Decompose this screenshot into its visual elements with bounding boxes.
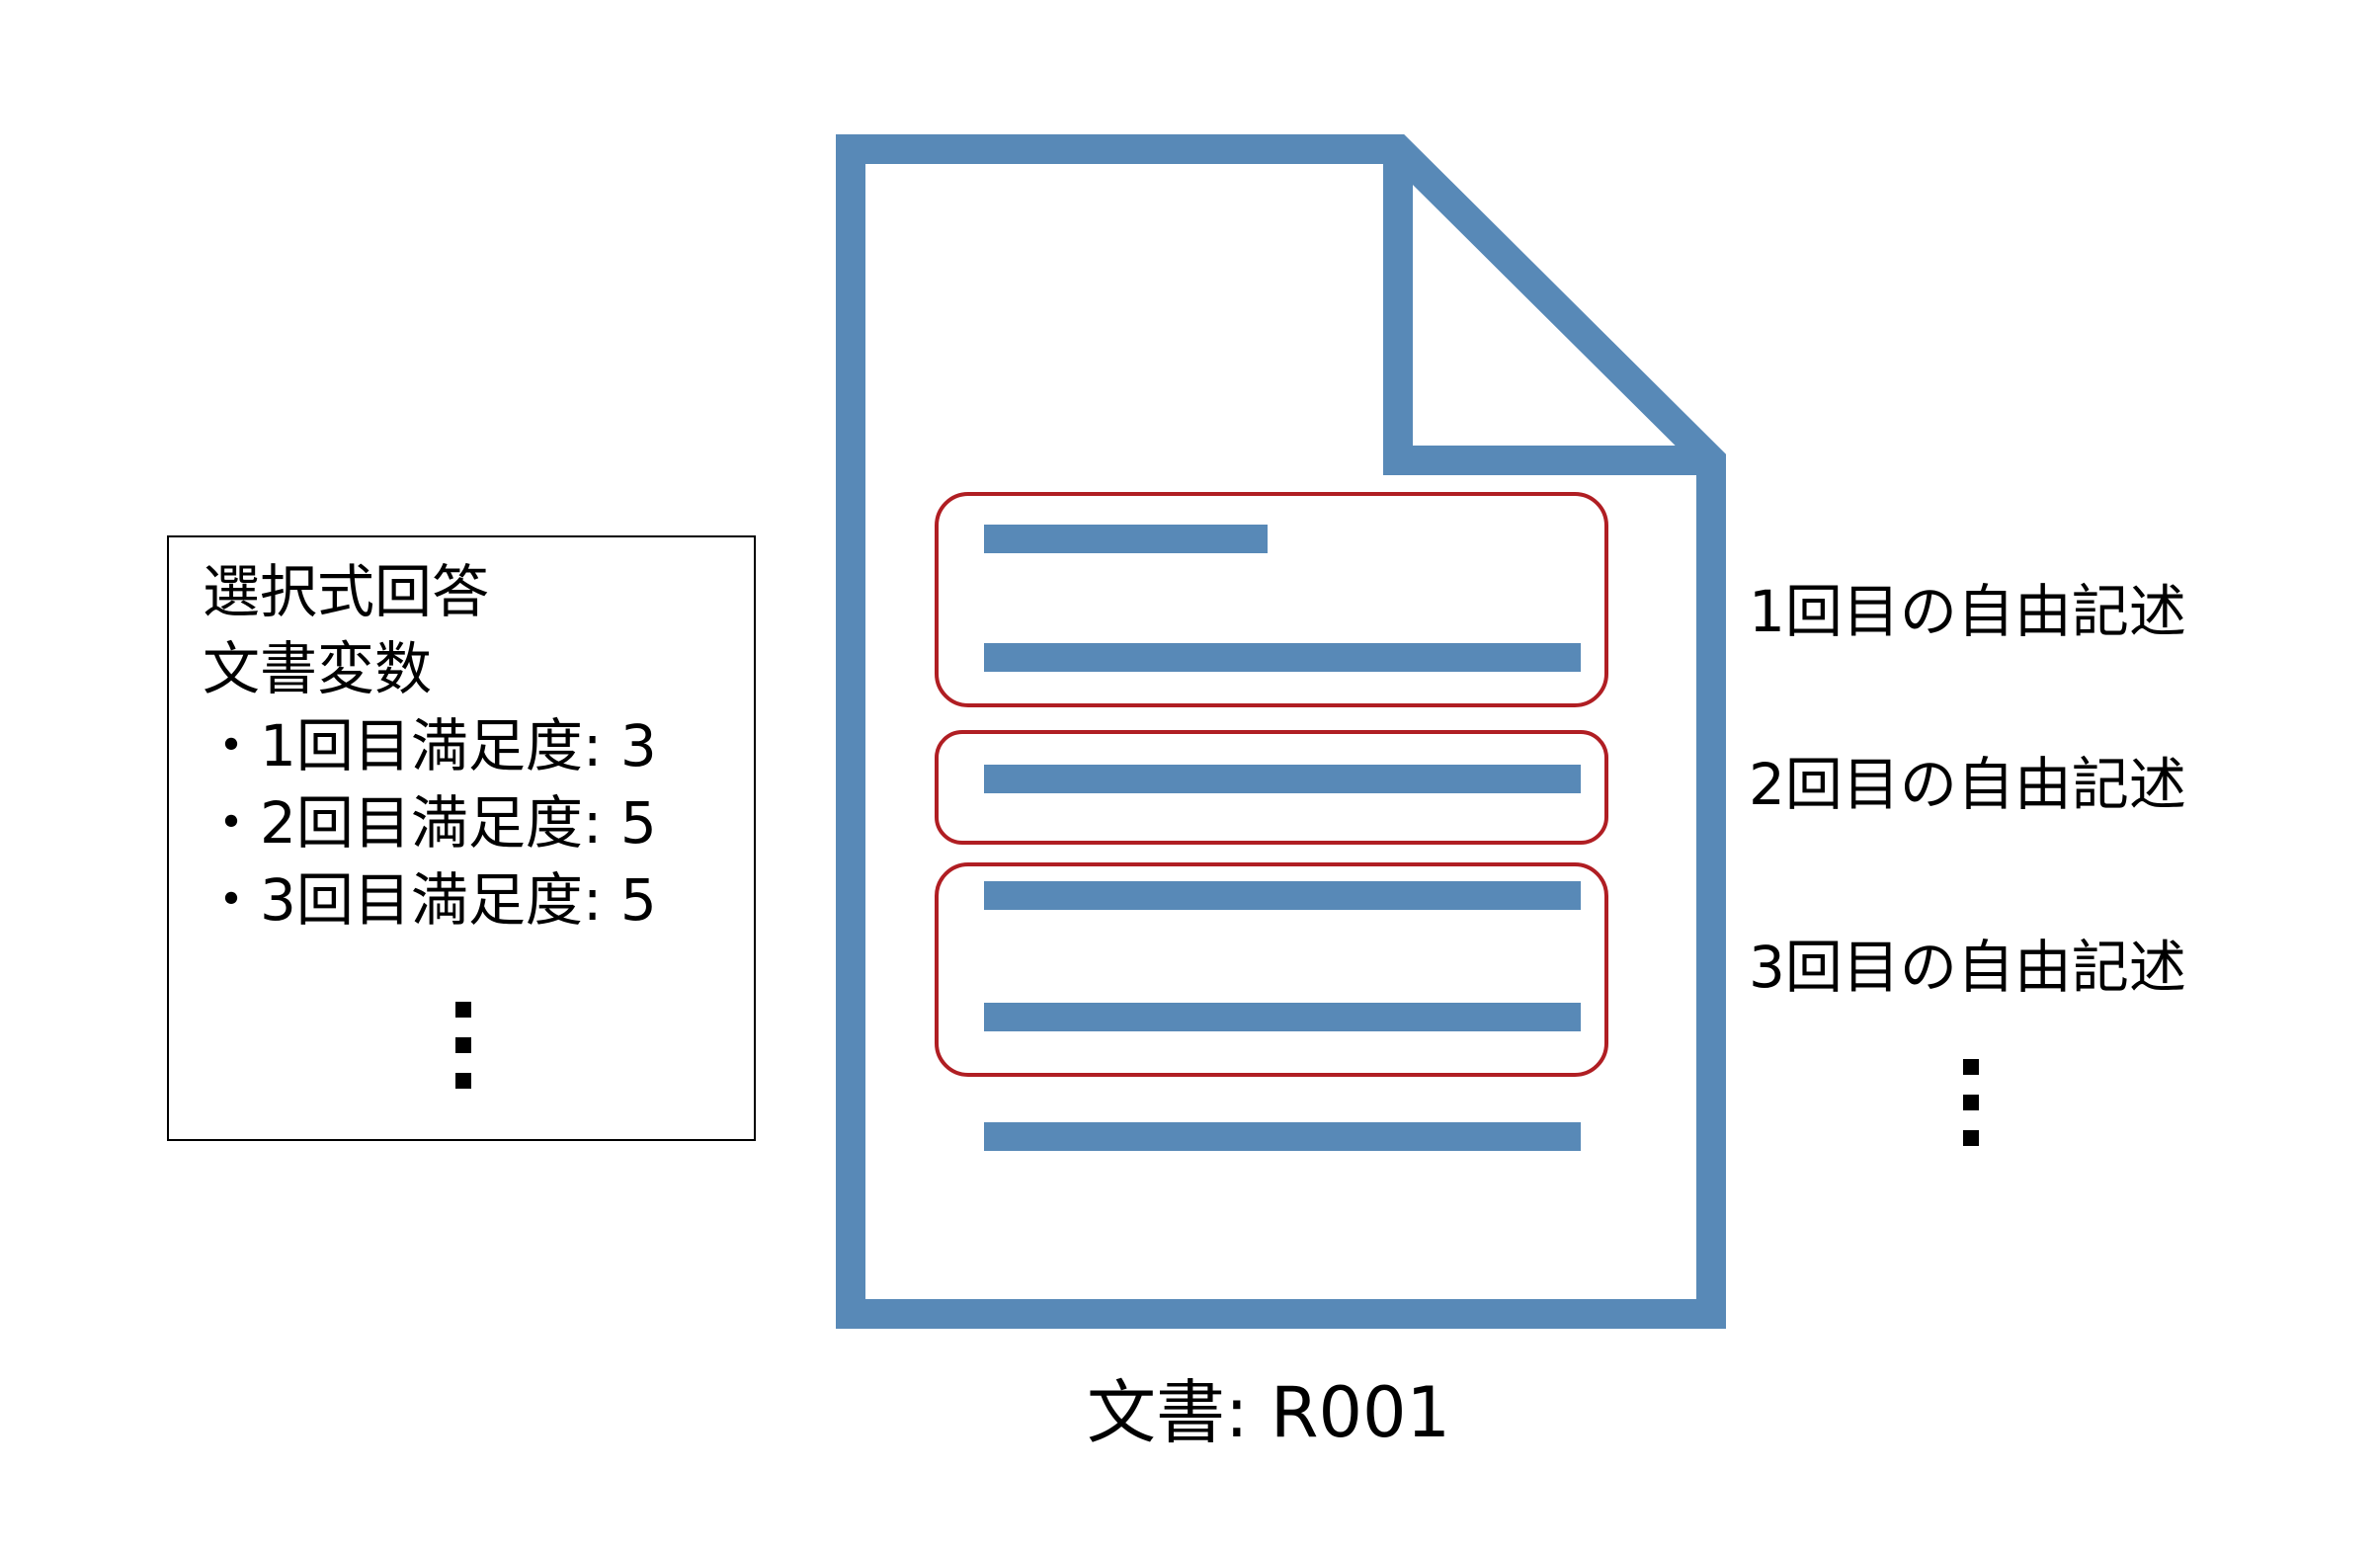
variable-item-3: ・3回目満足度: 5 bbox=[203, 866, 657, 934]
segment-highlight-1 bbox=[935, 492, 1608, 707]
variables-box-heading: 選択式回答 bbox=[203, 558, 490, 625]
document-text-line bbox=[984, 1003, 1581, 1031]
document-icon bbox=[836, 134, 1726, 1329]
document-folded-corner-icon bbox=[1383, 149, 1711, 475]
segment-label-1: 1回目の自由記述 bbox=[1749, 578, 2186, 645]
document-text-line bbox=[984, 643, 1581, 672]
segment-label-2: 2回目の自由記述 bbox=[1749, 751, 2186, 818]
segment-label-3: 3回目の自由記述 bbox=[1749, 934, 2186, 1001]
segment-highlight-2 bbox=[935, 730, 1608, 845]
document-text-line bbox=[984, 525, 1268, 553]
segment-highlight-3 bbox=[935, 862, 1608, 1077]
variable-item-2: ・2回目満足度: 5 bbox=[203, 789, 657, 857]
document-text-line bbox=[984, 765, 1581, 793]
variables-box-subheading: 文書変数 bbox=[203, 635, 433, 702]
variable-item-1: ・1回目満足度: 3 bbox=[203, 712, 657, 779]
document-text-line bbox=[984, 1122, 1581, 1151]
document-caption: 文書: R001 bbox=[1087, 1372, 1451, 1453]
document-text-line bbox=[984, 881, 1581, 910]
document-variables-box: 選択式回答 文書変数 ・1回目満足度: 3 ・2回目満足度: 5 ・3回目満足度… bbox=[167, 535, 756, 1141]
